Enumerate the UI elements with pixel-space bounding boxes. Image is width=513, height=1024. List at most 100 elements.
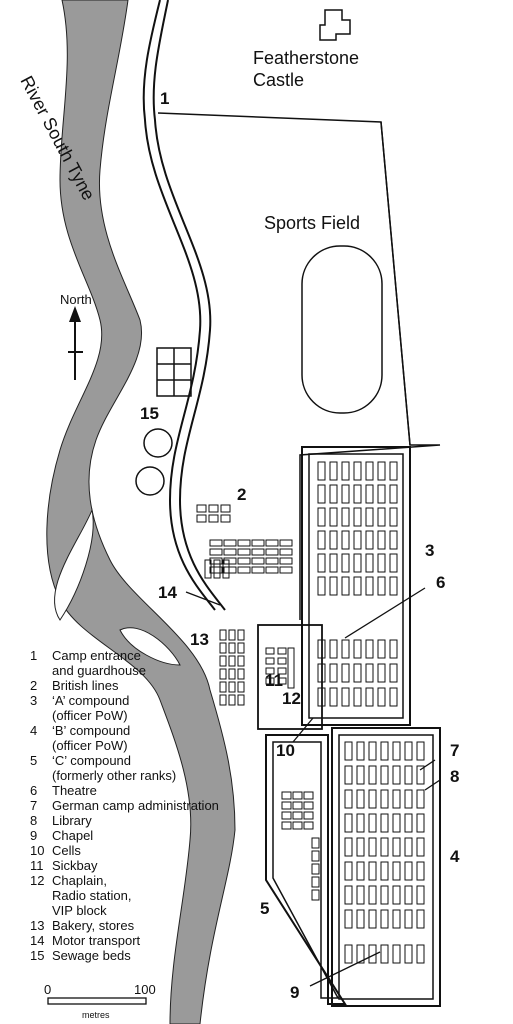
building bbox=[222, 559, 230, 579]
building bbox=[213, 559, 221, 579]
building bbox=[344, 837, 353, 857]
building bbox=[368, 741, 377, 761]
building bbox=[303, 801, 314, 810]
building bbox=[251, 548, 265, 556]
building bbox=[377, 530, 386, 550]
building bbox=[389, 663, 398, 683]
building bbox=[380, 909, 389, 929]
building bbox=[317, 461, 326, 481]
building bbox=[277, 657, 287, 665]
building bbox=[265, 557, 279, 565]
building bbox=[380, 813, 389, 833]
building bbox=[223, 557, 237, 565]
building bbox=[209, 539, 223, 547]
compound-b bbox=[331, 727, 441, 1007]
building bbox=[208, 504, 219, 513]
building bbox=[365, 663, 374, 683]
marker-6: 6 bbox=[436, 573, 445, 592]
scale-start: 0 bbox=[44, 982, 51, 997]
building bbox=[209, 557, 223, 565]
marker-4: 4 bbox=[450, 847, 460, 866]
building bbox=[416, 813, 425, 833]
building bbox=[353, 461, 362, 481]
scale-bar: 0 100 metres bbox=[44, 982, 156, 1020]
building bbox=[341, 507, 350, 527]
building bbox=[223, 548, 237, 556]
building bbox=[368, 909, 377, 929]
building bbox=[329, 639, 338, 659]
building bbox=[416, 765, 425, 785]
building bbox=[220, 504, 231, 513]
building bbox=[368, 813, 377, 833]
building bbox=[279, 548, 293, 556]
building bbox=[344, 861, 353, 881]
marker-14: 14 bbox=[158, 583, 177, 602]
legend-text: Cells bbox=[52, 843, 81, 858]
building bbox=[356, 885, 365, 905]
legend-text: (officer PoW) bbox=[52, 708, 128, 723]
building bbox=[416, 861, 425, 881]
building bbox=[317, 507, 326, 527]
building bbox=[404, 789, 413, 809]
building bbox=[265, 548, 279, 556]
compound-c bbox=[265, 734, 347, 1005]
building bbox=[292, 801, 303, 810]
building bbox=[353, 530, 362, 550]
building bbox=[356, 861, 365, 881]
legend-text: Camp entrance bbox=[52, 648, 141, 663]
legend-text: Chaplain, bbox=[52, 873, 107, 888]
building bbox=[329, 687, 338, 707]
building bbox=[404, 909, 413, 929]
legend-text: (officer PoW) bbox=[52, 738, 128, 753]
building bbox=[389, 687, 398, 707]
legend-number: 12 bbox=[30, 873, 44, 888]
building bbox=[380, 837, 389, 857]
building bbox=[287, 647, 295, 689]
sewage-beds bbox=[135, 347, 192, 496]
legend-number: 11 bbox=[30, 858, 44, 873]
building bbox=[329, 663, 338, 683]
building bbox=[353, 663, 362, 683]
building bbox=[292, 791, 303, 800]
legend-text: Chapel bbox=[52, 828, 93, 843]
legend-text: Radio station, bbox=[52, 888, 132, 903]
building bbox=[329, 576, 338, 596]
building bbox=[329, 507, 338, 527]
sports-field bbox=[301, 245, 383, 414]
building bbox=[196, 514, 207, 523]
building bbox=[353, 553, 362, 573]
building bbox=[341, 687, 350, 707]
camp-boundary bbox=[157, 112, 441, 620]
building bbox=[365, 461, 374, 481]
building bbox=[196, 504, 207, 513]
river-island-2 bbox=[119, 627, 181, 666]
building bbox=[292, 821, 303, 830]
building bbox=[344, 813, 353, 833]
legend-number: 2 bbox=[30, 678, 37, 693]
building bbox=[389, 639, 398, 659]
building bbox=[317, 553, 326, 573]
legend-number: 10 bbox=[30, 843, 44, 858]
building bbox=[341, 639, 350, 659]
building bbox=[228, 668, 236, 680]
building bbox=[228, 681, 236, 693]
building bbox=[365, 484, 374, 504]
legend-number: 3 bbox=[30, 693, 37, 708]
building bbox=[292, 811, 303, 820]
building bbox=[380, 861, 389, 881]
river-island-1 bbox=[54, 508, 94, 621]
building bbox=[404, 765, 413, 785]
river bbox=[46, 0, 236, 1024]
building bbox=[365, 507, 374, 527]
building bbox=[265, 667, 275, 675]
building bbox=[237, 566, 251, 574]
building bbox=[311, 876, 320, 888]
building bbox=[213, 559, 221, 579]
building bbox=[377, 461, 386, 481]
building bbox=[223, 539, 237, 547]
building bbox=[237, 557, 251, 565]
building bbox=[368, 861, 377, 881]
building bbox=[392, 789, 401, 809]
building bbox=[219, 629, 227, 641]
building bbox=[317, 576, 326, 596]
